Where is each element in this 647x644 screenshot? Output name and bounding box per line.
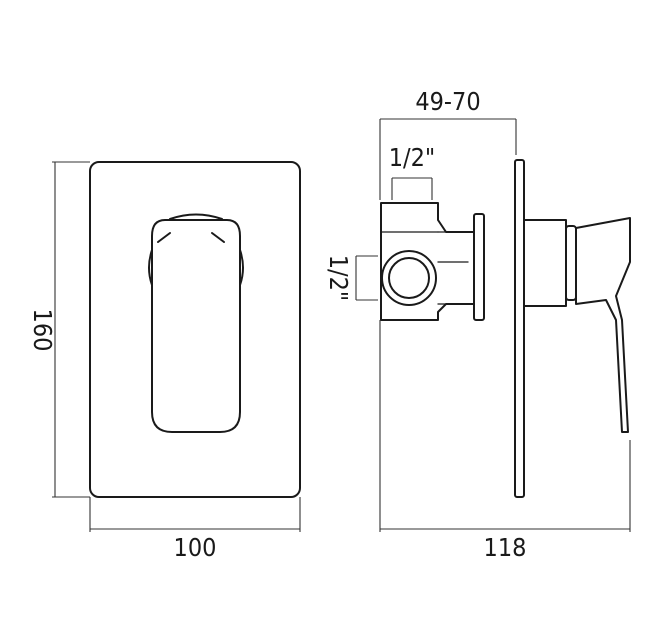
side-handle-base [523, 219, 567, 307]
front-width-label: 100 [174, 533, 217, 562]
front-cover-plate [89, 161, 301, 498]
side-inlet-dimension: 1/2" [324, 255, 378, 302]
side-handle-ring [565, 225, 577, 301]
front-height-dimension: 160 [28, 161, 90, 498]
front-handle-top-edge [169, 213, 223, 220]
side-inlet-label: 1/2" [324, 255, 353, 302]
side-handle-lever [575, 217, 631, 433]
front-handle-highlight-right [211, 232, 225, 243]
total-depth-dimension: 118 [379, 320, 631, 562]
front-handle-lever [151, 219, 241, 433]
front-width-dimension: 100 [89, 497, 301, 562]
front-handle-highlight-left [157, 232, 171, 243]
top-inlet-label: 1/2" [389, 143, 436, 172]
total-depth-label: 118 [484, 533, 527, 562]
side-view [380, 159, 631, 498]
front-height-label: 160 [28, 309, 57, 352]
front-view [89, 161, 301, 498]
top-inlet-dimension: 1/2" [389, 143, 436, 200]
side-inlet-inner-circle [388, 257, 430, 299]
side-inlet-outer-circle [381, 250, 437, 306]
depth-range-label: 49-70 [415, 87, 480, 116]
depth-range-dimension: 49-70 [379, 87, 517, 200]
side-cover-plate [514, 159, 525, 498]
side-collar [473, 213, 485, 321]
